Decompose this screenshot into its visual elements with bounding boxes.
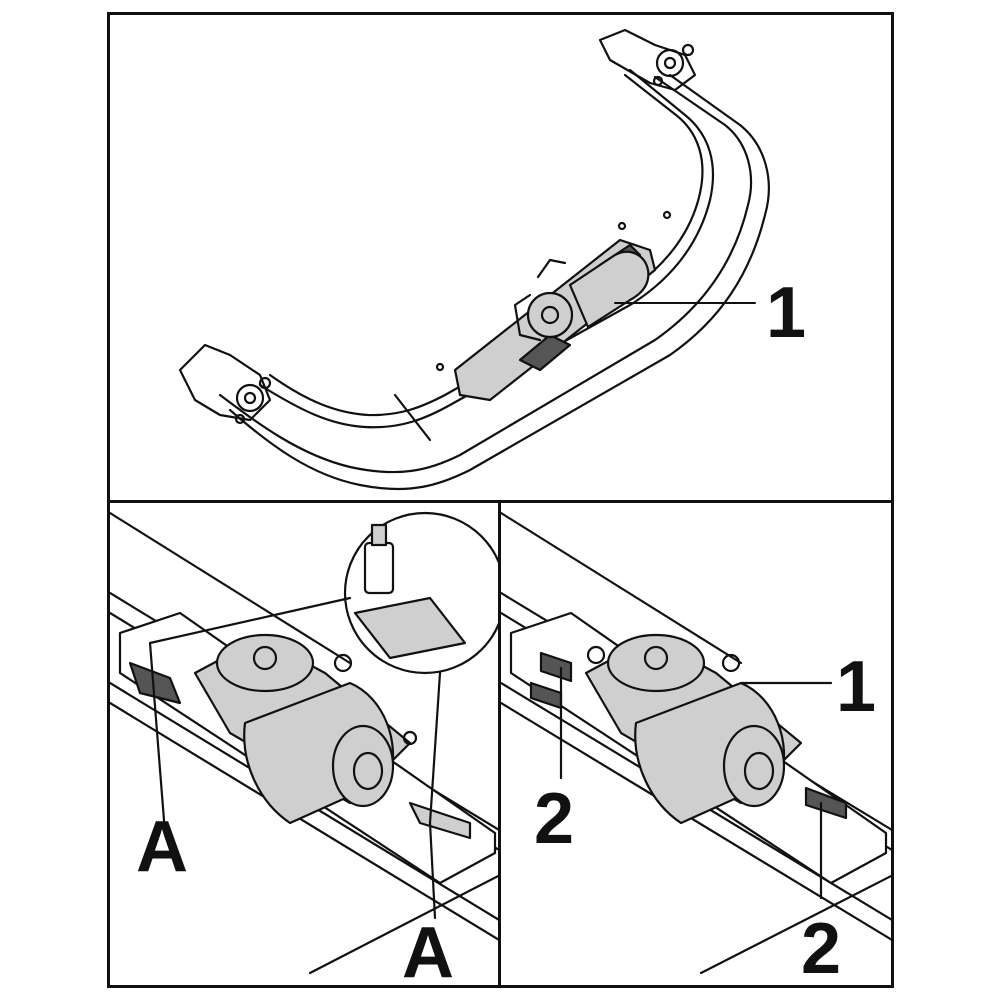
grease-pad-icon <box>353 596 467 660</box>
callout-label-a1: A <box>136 807 188 887</box>
frame-rail-inner <box>258 68 714 429</box>
callout-label-2a: 2 <box>534 779 575 859</box>
motor-cylinder <box>568 250 650 329</box>
callout-label-1: 1 <box>766 273 807 353</box>
motor-mounting-illustration <box>501 511 891 975</box>
motor-gear-cap <box>606 633 706 693</box>
mounting-panel: 1 2 2 <box>498 500 894 988</box>
overview-panel: 1 <box>107 12 894 503</box>
right-hinge-bracket <box>598 28 697 92</box>
left-hinge-bracket <box>178 343 272 422</box>
grease-tube-icon <box>363 541 395 595</box>
right-hinge-bolt <box>655 48 685 78</box>
leader-line-a1 <box>148 596 352 835</box>
frame-rail-mid <box>218 75 753 474</box>
roof-frame-illustration <box>178 28 770 491</box>
motor-gear-cap <box>526 291 574 339</box>
lubrication-panel: A A <box>107 500 501 988</box>
callout-label-1: 1 <box>836 647 877 727</box>
leader-line-a2 <box>428 671 442 920</box>
callout-label-2b: 2 <box>801 909 842 988</box>
left-hinge-bolt <box>235 383 265 413</box>
motor-gear-cap <box>215 633 315 693</box>
frame-rail-outer <box>228 73 770 491</box>
mounting-bolt <box>721 653 741 673</box>
callout-label-a2: A <box>402 913 454 988</box>
rail-line <box>501 511 743 665</box>
rail-line <box>110 511 352 665</box>
frame-cross-mark <box>393 393 432 442</box>
mounting-bolt <box>586 645 606 665</box>
motor-lubrication-illustration <box>110 511 498 975</box>
